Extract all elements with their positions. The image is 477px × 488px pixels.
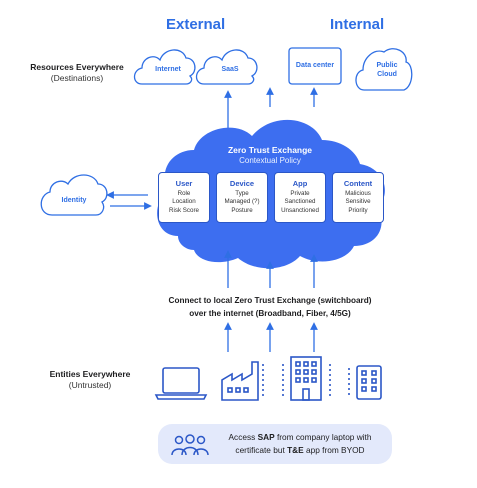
internet-label: Internet	[155, 66, 181, 73]
policy-card-title: User	[175, 179, 193, 188]
policy-card-line: Risk Score	[169, 206, 199, 214]
policy-card-line: Type	[235, 190, 249, 197]
policy-card-title: Device	[229, 179, 255, 188]
resources-title: Resources Everywhere	[30, 62, 124, 72]
policy-card-line: Priority	[348, 206, 368, 214]
building-icon	[348, 365, 382, 400]
internet-cloud-icon	[133, 49, 196, 85]
header-external: External	[166, 16, 226, 33]
policy-card-line: Role	[177, 190, 191, 197]
users-icon	[171, 434, 209, 456]
public-cloud-label-line2: Cloud	[377, 71, 397, 78]
data-center-label: Data center	[295, 62, 335, 69]
zero-trust-exchange-cloud-icon	[157, 119, 385, 269]
policy-card-title: App	[292, 179, 308, 188]
policy-card-device: Device Type Managed (?) Posture	[216, 172, 268, 223]
policy-card-line: Managed (?)	[224, 198, 260, 206]
public-cloud-label-line1: Public	[376, 62, 398, 69]
policy-card-line: Location	[172, 198, 196, 206]
exchange-subtitle: Contextual Policy	[239, 156, 301, 165]
public-cloud-icon	[355, 48, 413, 91]
office-building-icon	[282, 356, 331, 401]
banner-line-2: certificate but T&E app from BYOD	[235, 444, 365, 455]
banner-line-1: Access SAP from company laptop with	[228, 432, 372, 442]
saas-label: SaaS	[221, 66, 239, 73]
policy-card-line: Sanctioned	[284, 198, 316, 206]
data-center-server-icon	[288, 47, 342, 85]
resources-subtitle: (Destinations)	[50, 73, 104, 83]
policy-card-app: App Private Sanctioned Unsanctioned	[274, 172, 326, 223]
connect-line-2: over the internet (Broadband, Fiber, 4/5…	[189, 309, 351, 318]
identity-label: Identity	[61, 197, 87, 204]
laptop-icon	[154, 367, 208, 400]
policy-card-line: Sensitive	[345, 198, 371, 206]
banner-text: Access SAP from company laptop with cert…	[214, 431, 386, 456]
entities-subtitle: (Untrusted)	[68, 380, 112, 390]
policy-card-line: Posture	[231, 206, 253, 214]
connect-line-1: Connect to local Zero Trust Exchange (sw…	[168, 296, 372, 305]
policy-card-line: Unsanctioned	[281, 206, 319, 214]
exchange-title: Zero Trust Exchange	[227, 145, 313, 155]
policy-card-content: Content Malicious Sensitive Priority	[332, 172, 384, 223]
policy-card-line: Private	[290, 190, 310, 197]
header-internal: Internal	[330, 16, 385, 33]
use-case-banner: Access SAP from company laptop with cert…	[158, 424, 392, 464]
saas-cloud-icon	[195, 49, 258, 85]
entities-title: Entities Everywhere	[49, 369, 131, 379]
policy-card-user: User Role Location Risk Score	[158, 172, 210, 223]
policy-card-title: Content	[343, 179, 373, 188]
identity-cloud-icon	[40, 174, 108, 216]
factory-icon	[221, 361, 264, 401]
policy-card-line: Malicious	[345, 190, 371, 197]
